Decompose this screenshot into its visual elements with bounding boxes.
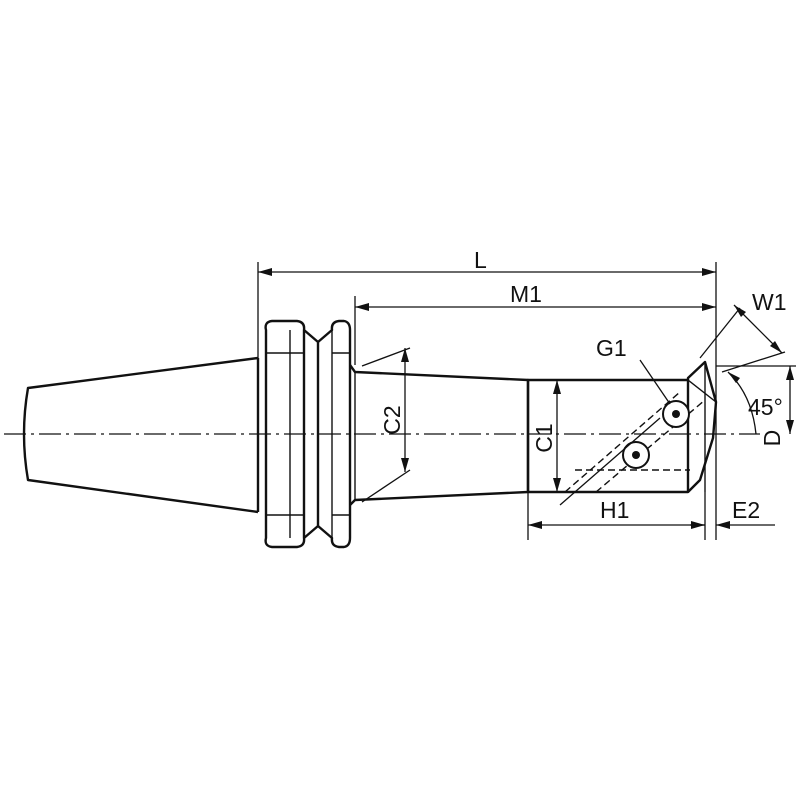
screw-icon (622, 441, 650, 469)
label-H1: H1 (600, 497, 629, 523)
dimension-C2 (361, 347, 411, 503)
dimension-M1 (354, 296, 716, 365)
flange (256, 319, 352, 549)
taper-shank (22, 356, 259, 514)
label-angle: 45° (748, 394, 783, 420)
label-L: L (474, 247, 487, 273)
dimension-E2 (690, 492, 775, 540)
neck-body (349, 364, 530, 506)
label-C2: C2 (379, 405, 405, 434)
dimension-angle (727, 371, 757, 435)
label-M1: M1 (510, 281, 542, 307)
dimension-L (257, 262, 717, 540)
leader-G1 (639, 359, 671, 405)
dimension-W1 (699, 304, 786, 373)
dimension-C1 (553, 380, 561, 492)
screw-icon (662, 400, 690, 428)
label-G1: G1 (596, 335, 627, 361)
dimension-H1 (527, 417, 705, 540)
label-C1: C1 (531, 423, 557, 452)
label-E2: E2 (732, 497, 760, 523)
label-W1: W1 (752, 289, 787, 315)
dimension-D (716, 365, 796, 434)
label-D: D (759, 430, 785, 447)
